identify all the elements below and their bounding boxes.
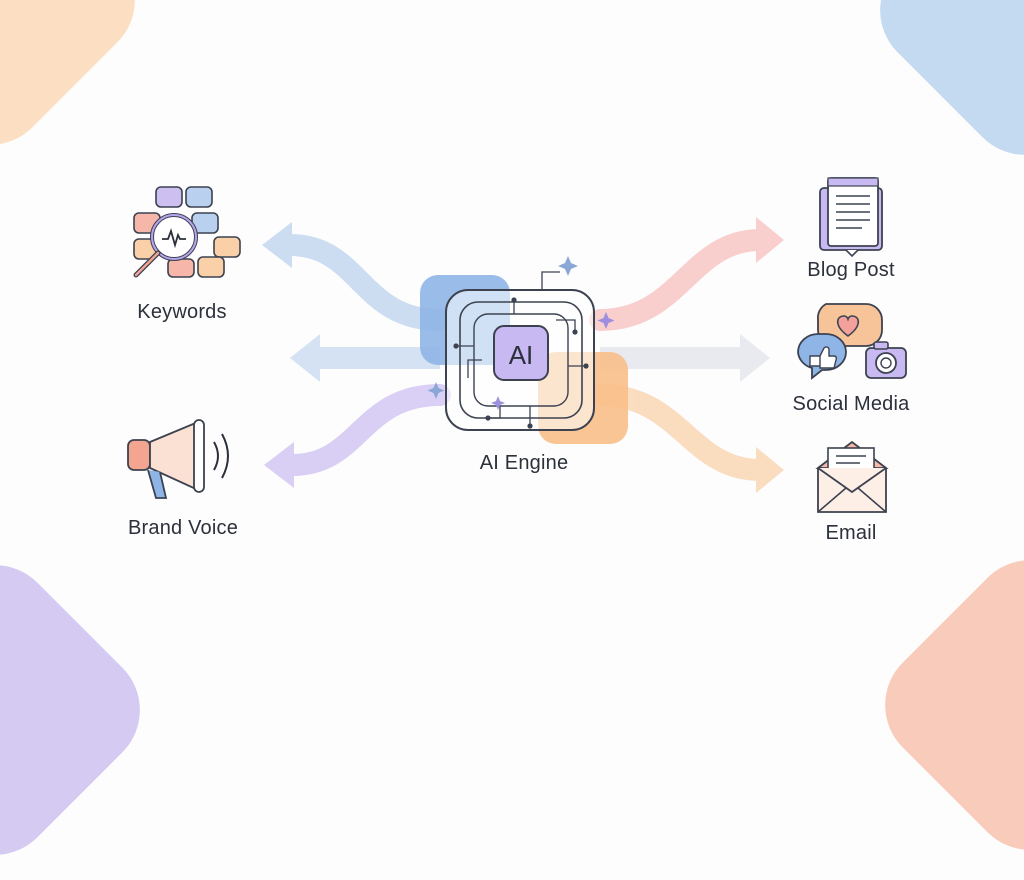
input-label-keywords: Keywords (137, 301, 227, 323)
hub-frame-mid (459, 301, 583, 419)
ai-chip-badge (493, 325, 549, 381)
input-flow-arrows (262, 222, 451, 488)
blog-document-icon (819, 177, 883, 258)
arrow-to-blog-post (589, 229, 771, 331)
ai-chip-label: AI (509, 340, 534, 370)
arrow-head-brand-voice (264, 442, 294, 488)
arrow-to-brand-voice (281, 384, 451, 476)
arrow-head-social-media (740, 334, 770, 382)
arrow-head-email (756, 447, 784, 493)
diagram-canvas: AI (127, 177, 907, 513)
keyword-search-icon (133, 186, 241, 278)
arrow-head-blog-post (756, 217, 784, 263)
megaphone-icon (127, 419, 229, 499)
hub-label-ai-engine: AI Engine (479, 452, 569, 474)
email-envelope-icon (815, 440, 889, 513)
arrow-to-keywords (279, 234, 451, 331)
input-label-brand-voice: Brand Voice (127, 517, 239, 539)
arrow-head-center-left (290, 334, 320, 382)
ai-engine-hub: AI (420, 256, 628, 444)
social-media-icon (797, 303, 907, 380)
circuit-nodes-icon (453, 297, 589, 429)
sparkle-icons (427, 256, 615, 410)
output-label-social-media: Social Media (792, 393, 910, 415)
arrow-head-keywords (262, 222, 292, 268)
output-label-blog-post: Blog Post (807, 259, 895, 281)
output-label-email: Email (825, 522, 877, 544)
output-flow-arrows (589, 217, 784, 493)
